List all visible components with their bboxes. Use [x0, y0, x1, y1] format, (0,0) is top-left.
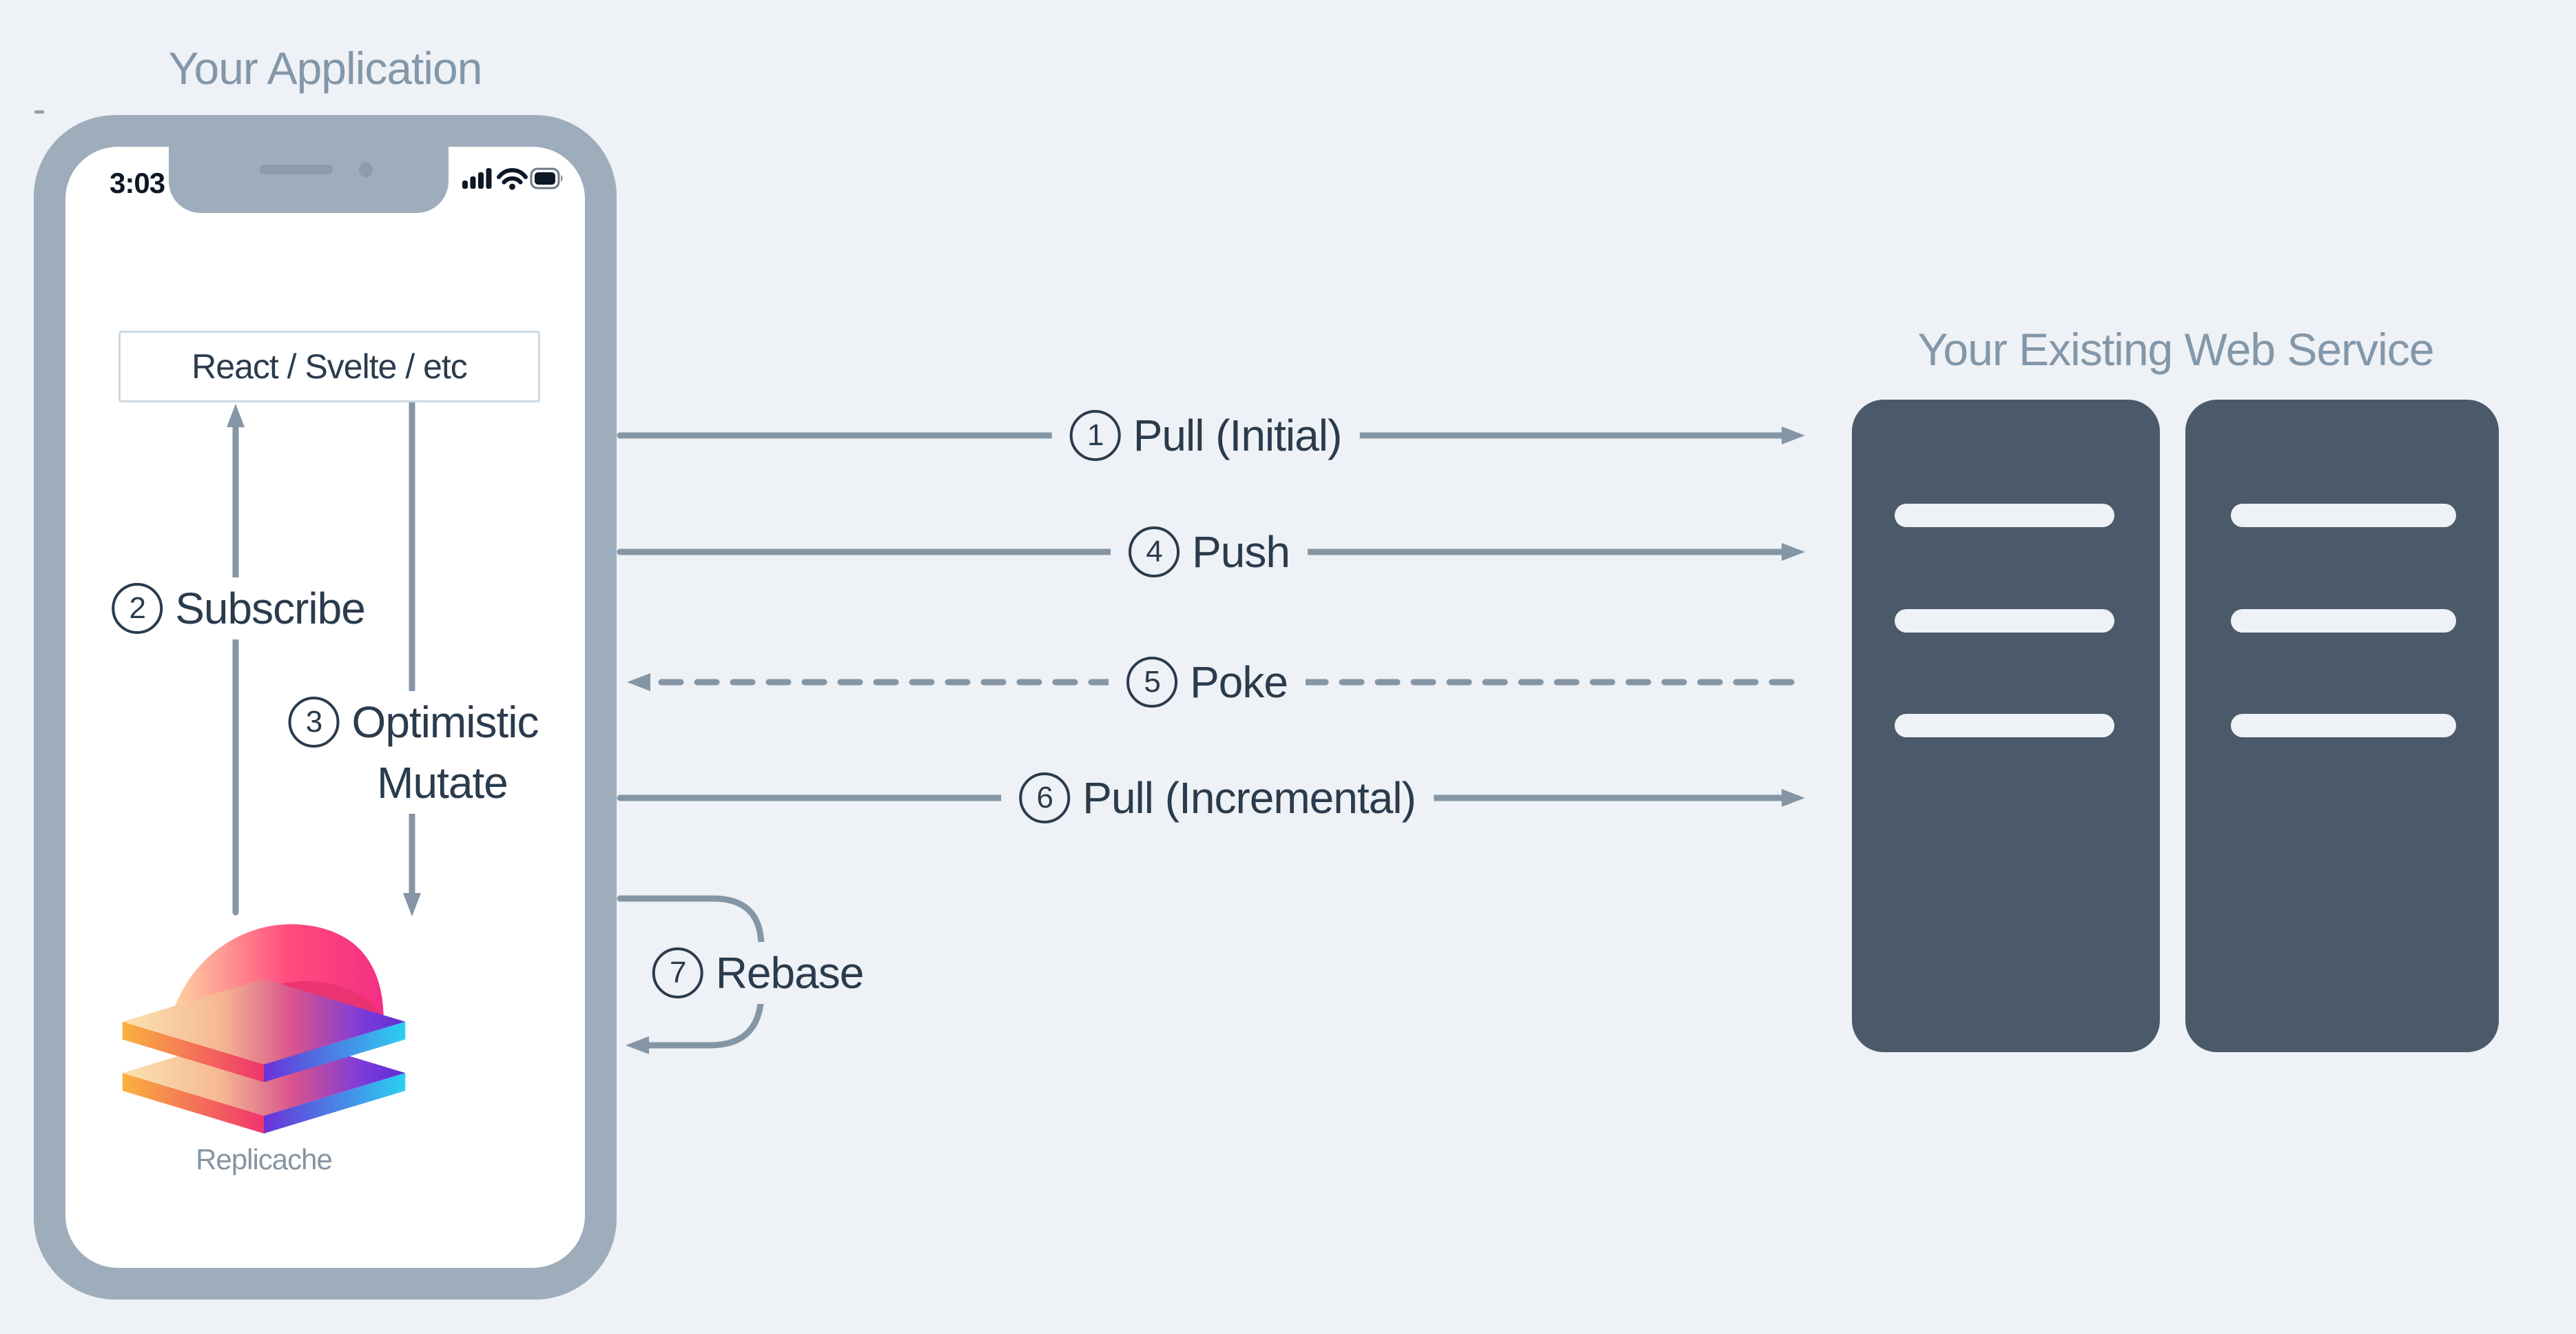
step-pull-incremental: 6 Pull (Incremental) [1001, 767, 1434, 829]
step-number: 7 [652, 947, 703, 998]
step-number: 4 [1129, 526, 1180, 577]
replicache-caption: Replicache [196, 1143, 333, 1176]
step-text: Optimistic [351, 697, 539, 747]
framework-box-label: React / Svelte / etc [192, 347, 468, 386]
step-pull-initial: 1 Pull (Initial) [1051, 404, 1360, 466]
step-text: Push [1192, 527, 1290, 577]
step-text: Pull (Incremental) [1082, 773, 1416, 823]
step-text: Poke [1190, 657, 1288, 707]
status-bar-time: 3:03 [110, 167, 165, 199]
step-number: 6 [1019, 772, 1071, 823]
server-slot [1895, 504, 2114, 527]
server-tower-2 [2185, 400, 2499, 1052]
server-slot [1895, 609, 2114, 633]
step-text: Rebase [715, 948, 865, 998]
speaker-icon [260, 165, 333, 174]
app-title: Your Application [168, 43, 483, 94]
step-number: 2 [112, 583, 163, 634]
server-tower-1 [1852, 400, 2160, 1052]
camera-icon [359, 162, 373, 177]
step-text: Pull (Initial) [1133, 411, 1343, 460]
cellular-signal-icon [462, 168, 492, 189]
step-push: 4 Push [1111, 521, 1308, 583]
step-number: 5 [1126, 657, 1178, 708]
step-optimistic-mutate: 3 Optimistic Mutate [273, 691, 554, 814]
server-slot [2231, 609, 2456, 633]
phone-notch [169, 147, 449, 213]
server-slot [2231, 504, 2456, 527]
web-service-title: Your Existing Web Service [1917, 324, 2434, 375]
battery-icon [530, 167, 563, 189]
framework-box: React / Svelte / etc [119, 331, 540, 402]
step-text-line2: Mutate [377, 758, 508, 808]
step-poke: 5 Poke [1109, 651, 1306, 713]
wifi-icon [497, 167, 528, 185]
server-slot [2231, 714, 2456, 737]
replicache-logo [116, 916, 412, 1133]
step-subscribe: 2 Subscribe [94, 577, 383, 639]
server-slot [1895, 714, 2114, 737]
wifi-icon-dot [509, 183, 515, 190]
step-rebase: 7 Rebase [634, 942, 882, 1004]
decorative-dash [34, 110, 44, 114]
status-bar-icons [462, 167, 563, 190]
step-text: Subscribe [175, 584, 366, 633]
step-number: 3 [288, 697, 340, 748]
step-number: 1 [1069, 410, 1121, 461]
